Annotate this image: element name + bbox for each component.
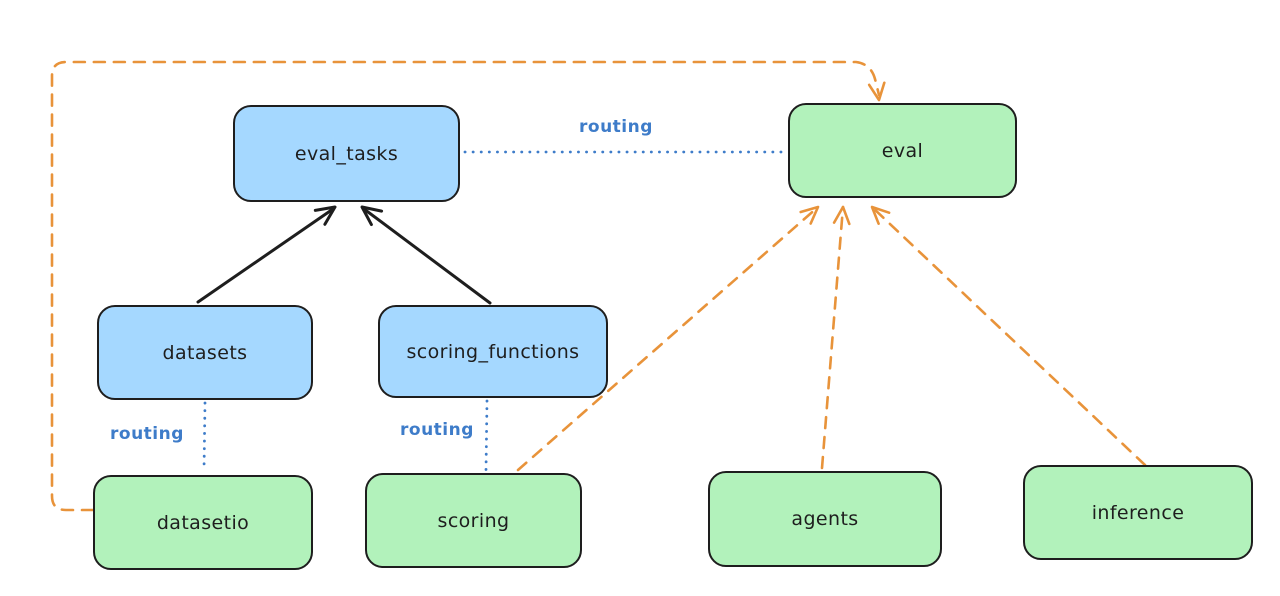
- node-eval_tasks: eval_tasks: [233, 105, 460, 202]
- edge-scoring-to-eval: [516, 205, 820, 472]
- routing-label-datasets-datasetio: routing: [110, 424, 184, 444]
- node-agents: agents: [708, 471, 942, 567]
- node-datasets: datasets: [97, 305, 313, 400]
- node-datasetio: datasetio: [93, 475, 313, 570]
- edge-inference-to-eval: [870, 205, 1147, 467]
- node-eval: eval: [788, 103, 1017, 198]
- node-scoring-label: scoring: [437, 509, 510, 532]
- node-agents-label: agents: [791, 508, 859, 530]
- node-scoring_functions-label: scoring_functions: [406, 340, 580, 363]
- arrowhead-scoring_functions-to-eval_tasks: [360, 205, 384, 227]
- node-datasets-label: datasets: [162, 341, 248, 364]
- arrowhead-agents-to-eval: [832, 205, 851, 226]
- arrowhead-inference-to-eval: [870, 205, 891, 225]
- edge-scoring_functions-to-scoring: [484, 399, 489, 472]
- edge-datasets-to-eval_tasks: [196, 207, 335, 304]
- node-eval_tasks-label: eval_tasks: [294, 142, 399, 165]
- node-datasetio-label: datasetio: [156, 511, 250, 534]
- node-scoring_functions: scoring_functions: [378, 305, 608, 398]
- arrowhead-datasets-to-eval_tasks: [313, 205, 337, 226]
- edge-scoring_functions-to-eval_tasks: [362, 207, 492, 305]
- routing-label-scoring_functions-scoring: routing: [400, 420, 474, 440]
- edge-agents-to-eval: [820, 205, 845, 470]
- edge-datasets-to-datasetio: [202, 401, 207, 472]
- node-inference: inference: [1023, 465, 1253, 560]
- arrowhead-scoring-to-eval: [799, 205, 820, 225]
- node-eval-label: eval: [881, 139, 924, 162]
- routing-label-eval_tasks-eval: routing: [579, 117, 653, 137]
- arrowhead-datasetio-to-eval: [867, 81, 886, 102]
- node-scoring: scoring: [365, 473, 582, 568]
- node-inference-label: inference: [1091, 501, 1185, 524]
- edge-datasetio-to-eval: [50, 60, 881, 512]
